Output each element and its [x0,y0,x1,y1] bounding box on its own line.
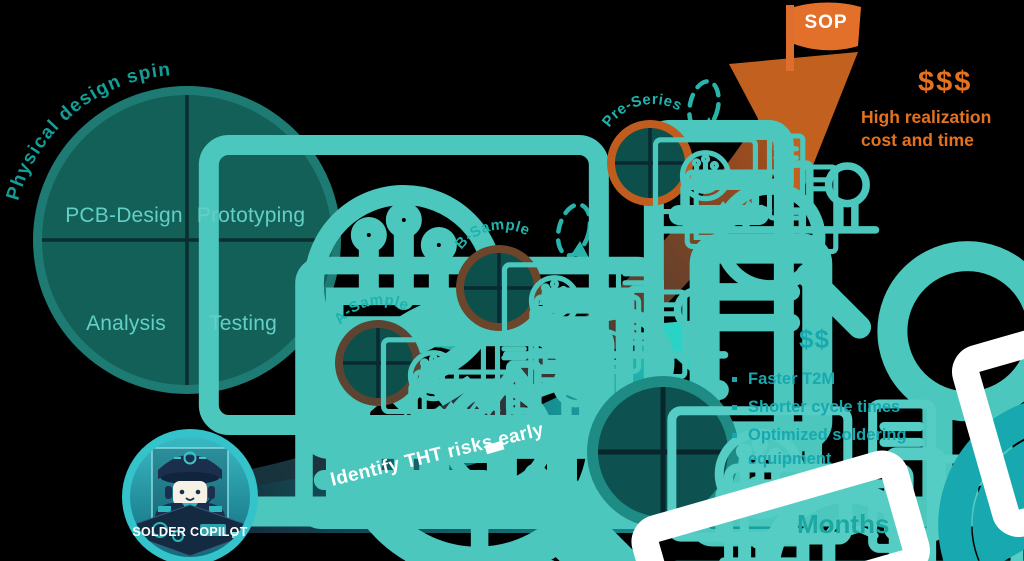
physical-design-spin-circle: Physical design spin [3,59,1024,561]
headset-left [165,486,172,499]
digital-spin-circle [587,376,1024,561]
high-cost-dollars: $$$ [918,66,973,98]
flag-banner [794,2,861,51]
quadrant-dividers [42,95,332,385]
months-axis-label: Months [797,509,890,539]
stage-a-sample [335,320,604,529]
solder-copilot-mascot [122,429,258,561]
flag-pole [786,5,794,71]
sop-flag [786,2,861,71]
realization-arrow [238,52,858,504]
benefit-item: Shorter cycle times [748,396,976,420]
tht-component-icon [484,266,1024,561]
solder-console [130,504,250,557]
high-cost-caption: High realization cost and time [861,107,992,150]
benefits-dollars: $$ [799,324,830,354]
sop-flag-label: SOP [804,12,848,33]
quadrant-label-pcb-design: PCB-Design [65,204,183,227]
benefit-item: Faster T2M [748,368,976,392]
quadrant-label-testing: Testing [209,312,277,335]
benefit-item: Optimized soldering equipment [748,424,976,472]
quadrant-label-analysis: Analysis [86,312,166,335]
stage-b-sample [456,245,725,454]
headset-right [208,486,215,499]
cap-emblem [183,451,197,465]
mascot-face [173,481,207,506]
mascot-label: SOLDER COPILOT [132,525,248,539]
benefits-list: Faster T2M Shorter cycle times Optimized… [722,368,976,476]
stage-pre-series [607,120,876,329]
quadrant-label-prototyping: Prototyping [196,204,306,227]
realization-arrowhead [729,52,858,198]
